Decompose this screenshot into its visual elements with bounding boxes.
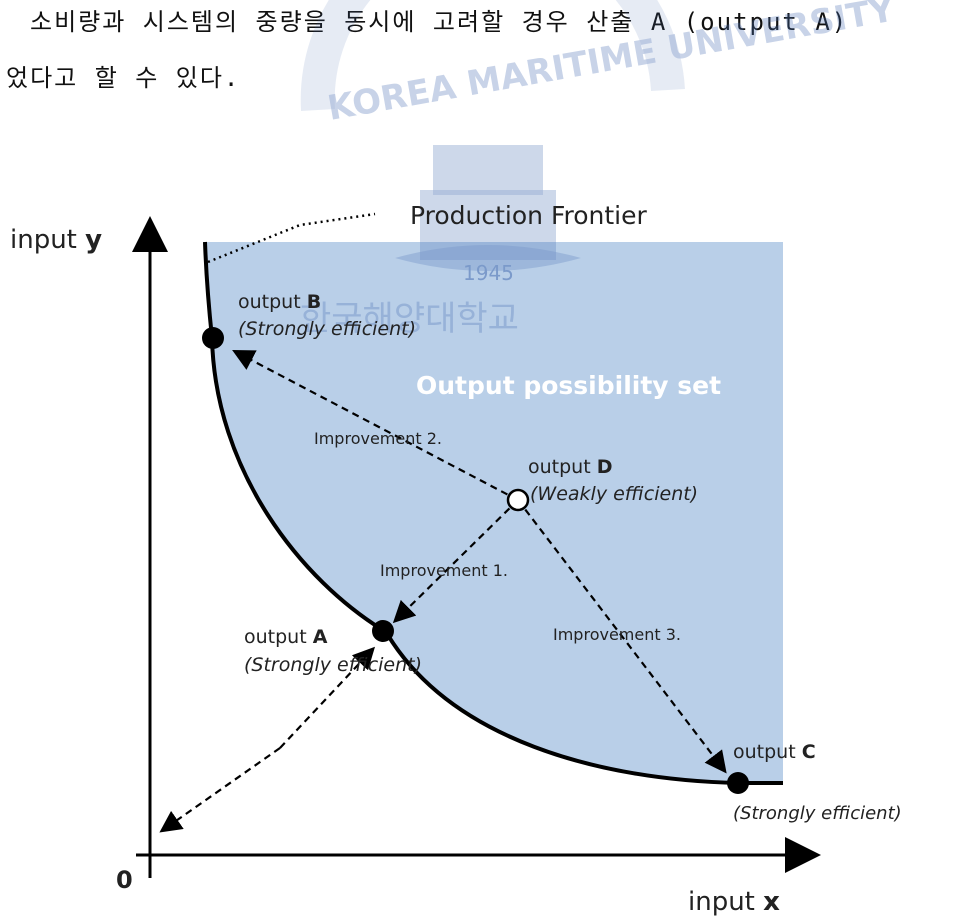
a-to-origin-arrow (159, 747, 281, 833)
body-text-line-1: 소비량과 시스템의 중량을 동시에 고려할 경우 산출 A (output A) (30, 8, 849, 36)
point-d-status: (Weakly efficient) (530, 483, 698, 505)
region-label: Output possibility set (416, 371, 721, 400)
watermark-korean: 한국해양대학교 (300, 299, 519, 339)
point-c-status: (Strongly efficient) (733, 803, 902, 824)
origin-label: 0 (116, 866, 133, 894)
improvement-2-label: Improvement 2. (314, 429, 442, 448)
point-a-label: output A (244, 626, 328, 648)
frontier-label: Production Frontier (410, 201, 648, 230)
improvement-1-label: Improvement 1. (380, 561, 508, 580)
point-d-label: output D (528, 456, 613, 478)
origin-to-a-arrow (279, 646, 376, 749)
body-text-line-2: 었다고 할 수 있다. (6, 64, 241, 92)
point-a (372, 620, 394, 642)
point-b-label: output B (238, 291, 321, 313)
improvement-1-arrow (392, 499, 519, 624)
y-axis-label: input y (10, 225, 102, 255)
point-b-status: (Strongly efficient) (238, 318, 416, 340)
point-a-status: (Strongly efficient) (244, 654, 422, 676)
point-c-label: output C (733, 741, 816, 763)
output-possibility-region (205, 242, 783, 783)
watermark-name: KOREA MARITIME UNIVERSITY (325, 0, 898, 129)
x-axis-label: input x (688, 887, 780, 916)
improvement-3-label: Improvement 3. (553, 625, 681, 644)
point-c (727, 772, 749, 794)
point-d (506, 488, 530, 512)
watermark-year: 1945 (463, 261, 514, 285)
improvement-2-arrow (232, 349, 519, 501)
point-b (202, 327, 224, 349)
production-frontier-curve (203, 241, 783, 785)
improvement-3-arrow (517, 499, 727, 774)
